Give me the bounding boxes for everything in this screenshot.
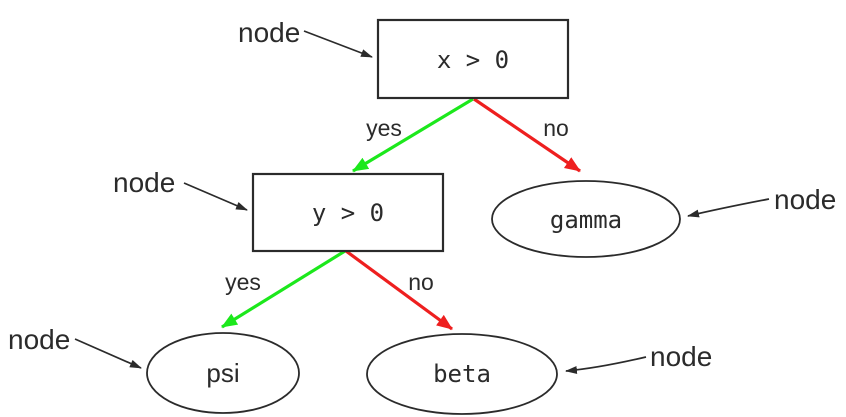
annotation-arrow-psi [74, 338, 142, 369]
node-root-label: x > 0 [437, 46, 509, 74]
node-beta-label: beta [433, 360, 491, 388]
edge-label-yes-2: yes [225, 269, 261, 295]
node-root-box [376, 18, 570, 100]
edge-label-no-2: no [408, 269, 434, 295]
edge-inner-no [345, 249, 453, 331]
node-gamma-label: gamma [550, 206, 622, 234]
node-inner-label: y > 0 [312, 199, 384, 227]
node-gamma-ellipse [491, 180, 681, 258]
tree-edges [221, 97, 581, 331]
edge-root-no [473, 97, 581, 173]
annotation-arrow-root [303, 30, 373, 58]
annotation-arrow-inner [183, 182, 248, 211]
edge-labels: yes no yes no [225, 115, 569, 295]
node-psi-ellipse [146, 332, 300, 414]
annotation-arrow-gamma [687, 198, 770, 218]
edge-label-no-1: no [543, 115, 569, 141]
annotation-label-inner: node [113, 167, 175, 198]
node-beta-ellipse [366, 333, 558, 415]
node-psi-label: psi [206, 358, 239, 388]
tree-nodes: x > 0 y > 0 gamma psi beta [146, 18, 681, 415]
edge-root-yes [352, 97, 474, 173]
annotation-arrow-beta [565, 356, 647, 374]
annotation-label-gamma: node [774, 184, 836, 215]
edge-inner-yes [221, 249, 346, 329]
node-inner-box [251, 172, 445, 253]
annotations: node node node node node [8, 17, 836, 374]
annotation-label-root: node [238, 17, 300, 48]
edge-label-yes-1: yes [366, 115, 402, 141]
annotation-label-psi: node [8, 324, 70, 355]
annotation-label-beta: node [650, 341, 712, 372]
